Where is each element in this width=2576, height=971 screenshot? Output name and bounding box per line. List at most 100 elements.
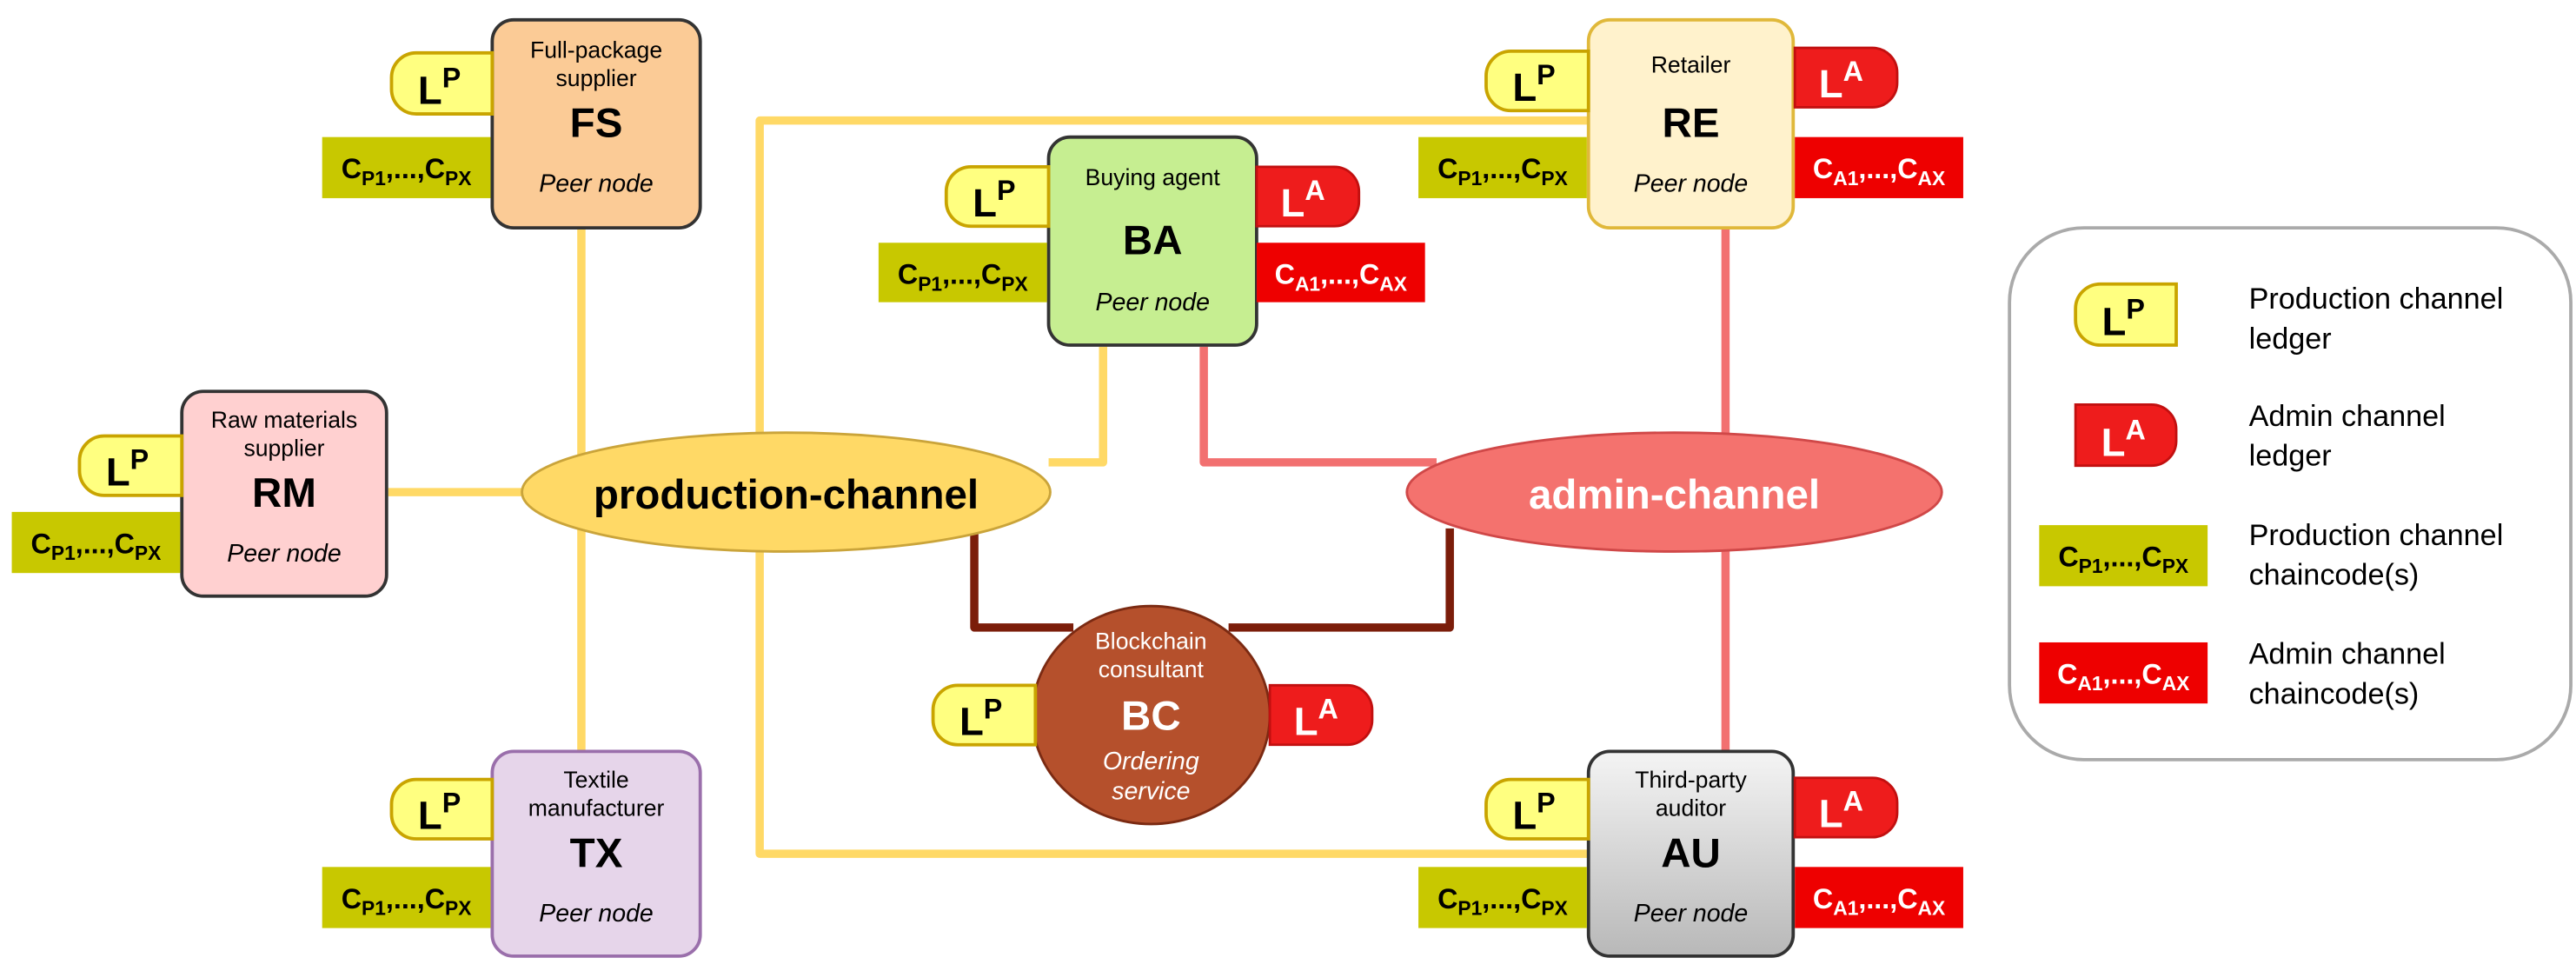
node-tx-title-2: manufacturer [528,795,665,821]
link-bc-admin [1228,528,1454,632]
link-ba-production [1048,346,1107,467]
node-ba-abbr: BA [1123,218,1183,264]
ordering-links [970,525,1454,632]
re-production-chaincode: CP1,...,CPX [1418,136,1587,198]
legend-item-2-line-2: ledger [2249,440,2332,473]
node-rm-title-1: Raw materials [211,407,357,433]
re-admin-ledger: LA [1793,46,1899,109]
svg-text:LA: LA [1819,786,1863,836]
node-au-abbr: AU [1661,830,1721,876]
ba-admin-ledger: LA [1255,165,1361,228]
bc-admin-ledger: LA [1268,683,1374,747]
node-bc-title-1: Blockchain [1095,628,1207,655]
node-bc[interactable]: Blockchain consultant BC Ordering servic… [1031,604,1271,826]
au-production-chaincode: CP1,...,CPX [1418,867,1587,928]
node-tx-role: Peer node [539,900,653,928]
node-ba[interactable]: Buying agent BA Peer node [1046,135,1258,347]
legend: LP Production channel ledger LA Admin ch… [2008,226,2573,762]
node-au-title-2: auditor [1656,795,1726,821]
node-fs-title-2: supplier [556,65,637,91]
node-rm-title-2: supplier [243,435,324,461]
svg-text:LP: LP [1512,59,1555,110]
link-bc-production [970,525,1074,632]
svg-text:LP: LP [959,693,1002,743]
legend-item-2-line-1: Admin channel [2249,400,2446,433]
ba-production-ledger: LP [944,164,1051,229]
svg-text:LA: LA [1281,175,1325,225]
node-fs-title-1: Full-package [530,37,662,63]
svg-text:CA1,...,CAX: CA1,...,CAX [2057,658,2189,695]
au-admin-chaincode: CA1,...,CAX [1795,867,1963,928]
node-au-title-1: Third-party [1635,767,1747,793]
production-channel-label: production-channel [594,472,979,518]
node-tx-title-1: Textile [563,767,628,793]
fs-production-ledger: LP [389,50,495,116]
node-re-abbr: RE [1663,101,1720,147]
svg-text:LP: LP [1512,788,1555,838]
node-bc-title-2: consultant [1099,656,1205,682]
svg-text:LA: LA [2101,414,2146,464]
node-au[interactable]: Third-party auditor AU Peer node [1586,749,1796,958]
svg-text:LA: LA [1294,693,1338,743]
legend-admin-chaincode-icon: CA1,...,CAX [2039,642,2208,704]
au-admin-ledger: LA [1793,776,1899,839]
svg-text:LP: LP [106,444,149,495]
legend-item-1-line-2: ledger [2249,323,2332,356]
admin-channel[interactable]: admin-channel [1405,431,1943,553]
node-re-title-1: Retailer [1651,52,1731,78]
fs-production-chaincode: CP1,...,CPX [322,136,491,198]
svg-text:CP1,...,CPX: CP1,...,CPX [898,259,1028,296]
legend-admin-ledger-icon: LA [2074,402,2178,468]
node-fs-role: Peer node [539,170,653,197]
tx-production-ledger: LP [389,777,495,841]
rm-production-ledger: LP [77,434,184,497]
legend-item-1-line-1: Production channel [2249,283,2504,316]
svg-text:LA: LA [1819,56,1863,106]
node-re-role: Peer node [1634,170,1748,197]
svg-text:CP1,...,CPX: CP1,...,CPX [2058,542,2188,578]
link-re-production [755,116,1589,468]
node-tx-abbr: TX [570,830,623,876]
node-fs[interactable]: Full-package supplier FS Peer node [490,17,702,230]
node-re[interactable]: Retailer RE Peer node [1586,17,1796,230]
legend-item-3-line-1: Production channel [2249,519,2504,552]
svg-text:LP: LP [973,175,1015,225]
legend-item-4-line-2: chaincode(s) [2249,677,2420,710]
link-ba-admin [1199,346,1437,467]
legend-item-4-line-1: Admin channel [2249,638,2446,671]
legend-production-ledger-icon: LP [2074,282,2178,347]
svg-text:CP1,...,CPX: CP1,...,CPX [1437,153,1568,190]
svg-text:CA1,...,CAX: CA1,...,CAX [1813,153,1945,190]
svg-text:CP1,...,CPX: CP1,...,CPX [1437,883,1568,920]
ba-production-chaincode: CP1,...,CPX [878,243,1047,303]
svg-text:LP: LP [418,788,461,838]
svg-text:CP1,...,CPX: CP1,...,CPX [342,153,472,190]
production-channel[interactable]: production-channel [521,431,1052,553]
legend-item-3-line-2: chaincode(s) [2249,558,2420,591]
link-au-production [755,525,1589,858]
production-channel-links [388,116,1589,858]
ba-admin-chaincode: CA1,...,CAX [1256,243,1425,303]
admin-channel-label: admin-channel [1529,472,1820,518]
re-production-ledger: LP [1484,49,1590,113]
node-ba-role: Peer node [1096,289,1210,316]
node-fs-abbr: FS [570,101,623,147]
rm-production-chaincode: CP1,...,CPX [11,511,181,574]
svg-text:LP: LP [2102,294,2145,344]
tx-production-chaincode: CP1,...,CPX [322,867,491,928]
node-rm[interactable]: Raw materials supplier RM Peer node [180,389,388,598]
svg-text:LP: LP [418,63,461,113]
bc-production-ledger: LP [931,683,1038,747]
legend-production-chaincode-icon: CP1,...,CPX [2039,525,2208,587]
au-production-ledger: LP [1484,777,1590,841]
re-admin-chaincode: CA1,...,CAX [1795,136,1963,198]
admin-channel-links [1199,228,1730,752]
node-rm-role: Peer node [227,540,341,568]
node-tx[interactable]: Textile manufacturer TX Peer node [490,749,702,958]
node-au-role: Peer node [1634,900,1748,928]
node-ba-title-1: Buying agent [1086,164,1221,190]
svg-text:CP1,...,CPX: CP1,...,CPX [31,528,162,564]
node-bc-abbr: BC [1121,694,1181,740]
svg-text:CP1,...,CPX: CP1,...,CPX [342,883,472,920]
